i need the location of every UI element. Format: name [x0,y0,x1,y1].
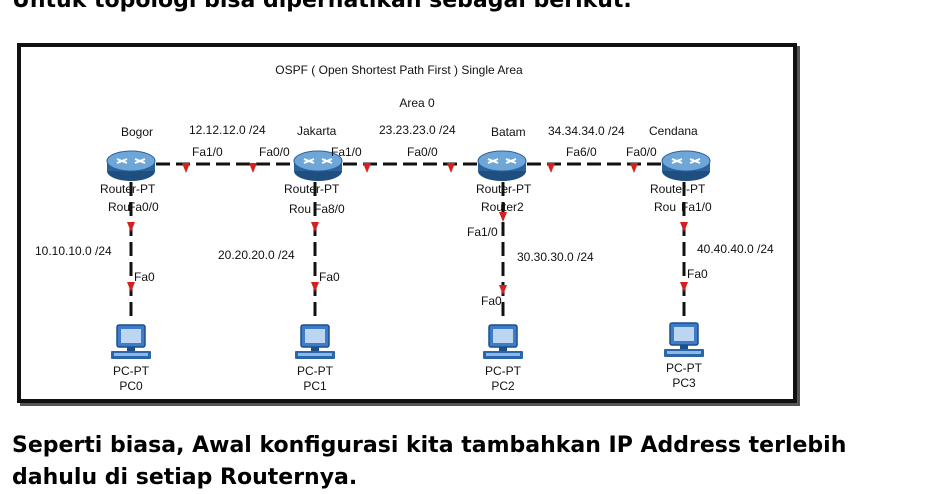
lan-network-pc3: 40.40.40.0 /24 [697,242,774,256]
router-type-cendana: Router-PT [650,182,706,196]
port-marker [182,163,190,173]
router-name-batam: Batam [491,125,526,139]
port-label: Fa0/0 [128,200,159,214]
port-label: Fa1/0 [681,200,712,214]
pc-icon-pc3[interactable] [663,322,705,358]
port-label: Fa6/0 [566,145,597,159]
router-label-jakarta: Rou [289,202,311,216]
router-icon-bogor[interactable] [106,150,156,182]
router-label-cendana: Rou [654,200,676,214]
port-marker [680,282,688,292]
router-type-batam: Router-PT [476,182,532,196]
diagram-title: OSPF ( Open Shortest Path First ) Single… [275,63,523,77]
port-marker [363,163,371,173]
port-marker [311,222,319,232]
port-marker [447,163,455,173]
port-label: Fa1/0 [331,145,362,159]
topology-frame: OSPF ( Open Shortest Path First ) Single… [17,43,797,403]
pc-name-pc1: PC1 [303,379,327,393]
heading-top: Untuk topologi bisa diperhatikan sebagai… [12,0,632,13]
port-label: Fa0/0 [407,145,438,159]
pc-name-pc3: PC3 [672,376,696,390]
pc-name-pc0: PC0 [119,379,143,393]
lan-network-pc1: 20.20.20.0 /24 [218,248,295,262]
area-label: Area 0 [399,96,435,110]
pc-icon-pc0[interactable] [110,324,152,360]
port-label: Fa0 [687,267,708,281]
port-label: Fa0/0 [259,145,290,159]
port-marker [547,163,555,173]
wan-network-bogor-jakarta: 12.12.12.0 /24 [189,123,266,137]
router-name-cendana: Cendana [649,124,698,138]
pc-type-pc3: PC-PT [666,361,703,375]
pc-type-pc2: PC-PT [485,364,522,378]
pc-type-pc0: PC-PT [113,364,150,378]
port-label: Fa0/0 [626,145,657,159]
port-label: Fa0 [319,270,340,284]
lan-links [129,182,686,319]
pc-type-pc1: PC-PT [297,364,334,378]
port-label: Fa8/0 [314,202,345,216]
port-marker [311,282,319,292]
port-marker [249,163,257,173]
port-marker [630,163,638,173]
router-name-jakarta: Jakarta [297,124,337,138]
router-type-bogor: Router-PT [100,182,156,196]
pc-name-pc2: PC2 [491,379,515,393]
router-name-bogor: Bogor [121,125,153,139]
port-label: Fa0 [134,270,155,284]
router-label-bogor: Rou [108,200,130,214]
lan-network-pc2: 30.30.30.0 /24 [517,250,594,264]
pc-icon-pc2[interactable] [482,324,524,360]
lan-network-pc0: 10.10.10.0 /24 [35,244,112,258]
wan-network-jakarta-batam: 23.23.23.0 /24 [379,123,456,137]
wan-network-batam-cendana: 34.34.34.0 /24 [548,124,625,138]
heading-bottom: Seperti biasa, Awal konfigurasi kita tam… [12,433,847,490]
port-marker [127,222,135,232]
router-type-jakarta: Router-PT [284,182,340,196]
router-icon-cendana[interactable] [661,150,711,182]
port-label: Fa0 [481,294,502,308]
pc-icon-pc1[interactable] [294,324,336,360]
port-label: Fa1/0 [467,225,498,239]
port-marker [680,222,688,232]
port-label: Fa1/0 [192,145,223,159]
topology-diagram: OSPF ( Open Shortest Path First ) Single… [35,63,774,393]
port-markers [127,163,688,295]
router-label-batam: Router2 [481,200,524,214]
router-icon-batam[interactable] [477,150,527,182]
